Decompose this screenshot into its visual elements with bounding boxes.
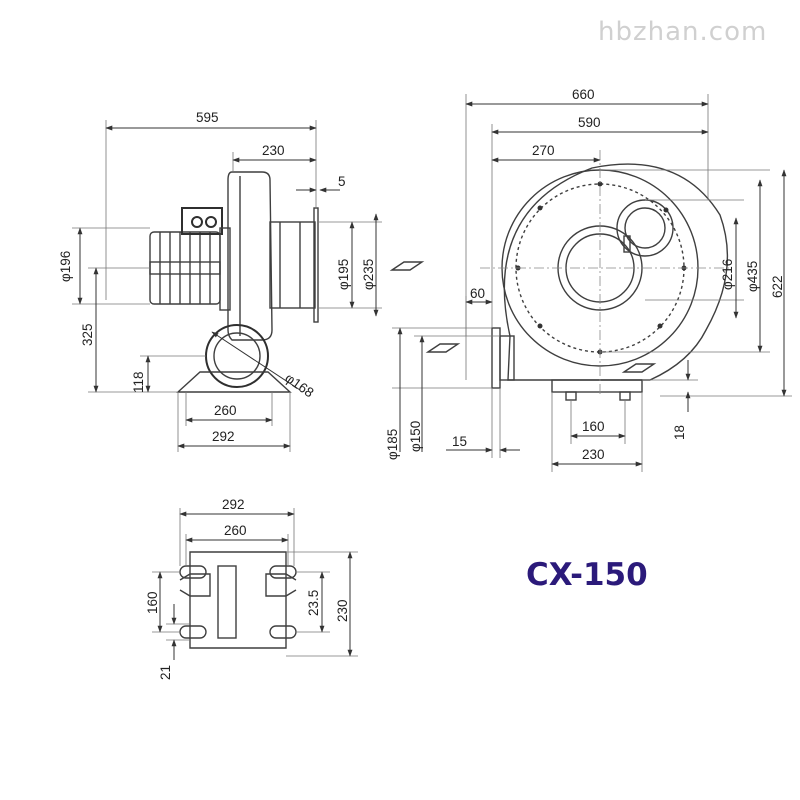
dim-260-side: 260 bbox=[214, 403, 237, 418]
dim-21: 21 bbox=[158, 665, 173, 680]
dim-5: 5 bbox=[338, 174, 346, 189]
base-opening bbox=[217, 565, 237, 639]
outlet-flange-front bbox=[491, 327, 501, 389]
dim-660: 660 bbox=[572, 87, 595, 102]
dim-230-base: 230 bbox=[335, 599, 350, 622]
front-view: 660 590 270 φ216 φ435 622 60 φ185 φ150 1… bbox=[385, 87, 792, 472]
terminal-box bbox=[181, 207, 223, 235]
dim-phi235: φ235 bbox=[361, 259, 376, 290]
dim-160-base: 160 bbox=[145, 591, 160, 614]
dim-590: 590 bbox=[578, 115, 601, 130]
dim-595: 595 bbox=[196, 110, 219, 125]
dim-phi435: φ435 bbox=[745, 261, 760, 292]
dim-phi195: φ195 bbox=[336, 259, 351, 290]
side-view: 595 230 5 φ196 φ195 φ235 325 118 φ168 26… bbox=[58, 110, 425, 452]
blower-housing bbox=[227, 171, 273, 341]
dim-phi185: φ185 bbox=[385, 429, 400, 460]
dim-230-front: 230 bbox=[582, 447, 605, 462]
dim-260-base: 260 bbox=[224, 523, 247, 538]
dim-622: 622 bbox=[770, 275, 785, 298]
dim-60: 60 bbox=[470, 286, 485, 301]
dim-325: 325 bbox=[80, 323, 95, 346]
dim-118: 118 bbox=[131, 371, 146, 393]
watermark-text: hbzhan.com bbox=[598, 17, 767, 47]
dim-160-front: 160 bbox=[582, 419, 605, 434]
volute-housing bbox=[503, 163, 729, 381]
dim-phi196: φ196 bbox=[58, 251, 73, 282]
model-label: CX-150 bbox=[526, 557, 648, 593]
dim-phi216: φ216 bbox=[720, 259, 735, 290]
dim-292-base: 292 bbox=[222, 497, 245, 512]
base-foot bbox=[176, 371, 292, 393]
dim-15: 15 bbox=[452, 434, 467, 449]
foot-plate bbox=[551, 379, 643, 393]
base-plate-view: 292 260 160 23.5 230 21 bbox=[145, 497, 358, 680]
dim-270: 270 bbox=[532, 143, 555, 158]
dim-phi168: φ168 bbox=[282, 370, 316, 400]
dim-230-side: 230 bbox=[262, 143, 285, 158]
inlet-pipe bbox=[269, 221, 316, 309]
dim-18: 18 bbox=[672, 425, 687, 440]
base-plate bbox=[189, 551, 287, 649]
dim-292-side: 292 bbox=[212, 429, 235, 444]
dim-23-5: 23.5 bbox=[306, 590, 321, 616]
dim-phi150: φ150 bbox=[408, 421, 423, 452]
